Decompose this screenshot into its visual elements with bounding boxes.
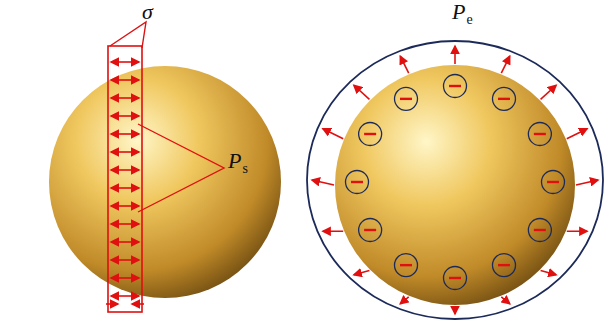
minus-sign — [498, 98, 510, 100]
pressure-arrow — [541, 85, 557, 99]
pressure-arrow — [323, 129, 343, 139]
minus-sign — [534, 133, 546, 135]
stress-arrow — [111, 61, 125, 63]
stress-arrow — [111, 241, 125, 243]
stress-symbol: σ — [142, 1, 153, 23]
sigma-leader — [110, 22, 146, 48]
charge-circle — [359, 123, 382, 146]
stress-arrow — [125, 205, 139, 207]
charge-circle — [395, 87, 418, 110]
charge-circle — [493, 87, 516, 110]
pressure-arrow — [567, 129, 587, 139]
minus-sign — [534, 229, 546, 231]
pressure-arrow — [501, 297, 509, 304]
stress-arrow — [111, 133, 125, 135]
stress-arrow — [111, 115, 125, 117]
pressure-arrow — [501, 56, 509, 73]
electric-pressure-arrows — [312, 46, 598, 314]
stress-arrow — [111, 223, 125, 225]
stress-arrow — [125, 151, 139, 153]
minus-sign — [351, 181, 363, 183]
charge-circle — [542, 171, 565, 194]
bottom-arrow — [106, 303, 118, 305]
pressure-arrow — [567, 230, 587, 232]
stress-arrow — [125, 79, 139, 81]
stress-arrow — [111, 277, 125, 279]
pressure-arrow — [400, 297, 408, 304]
stress-arrow — [111, 97, 125, 99]
stress-arrow — [111, 169, 125, 171]
stress-arrow — [111, 187, 125, 189]
stress-arrow — [111, 151, 125, 153]
pressure-symbol: P — [228, 150, 241, 172]
stress-arrow — [125, 241, 139, 243]
bottom-arrow — [132, 303, 144, 305]
stress-arrow — [125, 133, 139, 135]
pressure-arrow — [323, 230, 343, 232]
stress-arrow — [125, 259, 139, 261]
charge-circle — [346, 171, 369, 194]
charge-circle — [528, 219, 551, 242]
stress-arrow — [125, 61, 139, 63]
minus-sign — [547, 181, 559, 183]
stress-arrow — [111, 205, 125, 207]
ps-leader — [138, 124, 224, 212]
minus-sign — [498, 264, 510, 266]
charge-circle — [444, 75, 467, 98]
pressure-arrow — [354, 271, 370, 275]
outer-boundary — [307, 41, 603, 319]
stress-arrow — [125, 187, 139, 189]
pressure-arrow — [541, 271, 557, 275]
minus-sign — [449, 277, 461, 279]
pressure-arrow — [576, 180, 598, 185]
minus-sign — [364, 229, 376, 231]
right-sphere — [335, 65, 575, 305]
minus-sign — [449, 85, 461, 87]
pressure-arrow — [454, 46, 456, 64]
stress-band — [108, 46, 142, 312]
charge-circle — [395, 254, 418, 277]
minus-sign — [364, 133, 376, 135]
minus-sign — [400, 98, 412, 100]
pressure-arrow — [400, 56, 408, 73]
stress-arrow — [111, 259, 125, 261]
stress-arrow — [125, 295, 139, 297]
stress-arrow — [111, 79, 125, 81]
stress-arrow — [125, 115, 139, 117]
stress-arrow — [111, 295, 125, 297]
minus-sign — [400, 264, 412, 266]
stress-arrow — [125, 97, 139, 99]
stress-arrow — [125, 223, 139, 225]
charge-circle — [444, 267, 467, 290]
stress-arrows — [111, 62, 139, 296]
pressure-subscript: e — [466, 13, 472, 27]
pressure-subscript: s — [242, 162, 247, 176]
surface-charges — [346, 75, 565, 290]
pressure-arrow — [354, 85, 370, 99]
left-sphere — [49, 66, 281, 298]
charge-circle — [493, 254, 516, 277]
pressure-symbol: P — [452, 1, 465, 23]
pressure-arrow — [454, 306, 456, 314]
charge-circle — [528, 123, 551, 146]
stress-arrow — [125, 277, 139, 279]
stress-arrow — [125, 169, 139, 171]
pressure-arrow — [312, 180, 334, 185]
charge-circle — [359, 219, 382, 242]
